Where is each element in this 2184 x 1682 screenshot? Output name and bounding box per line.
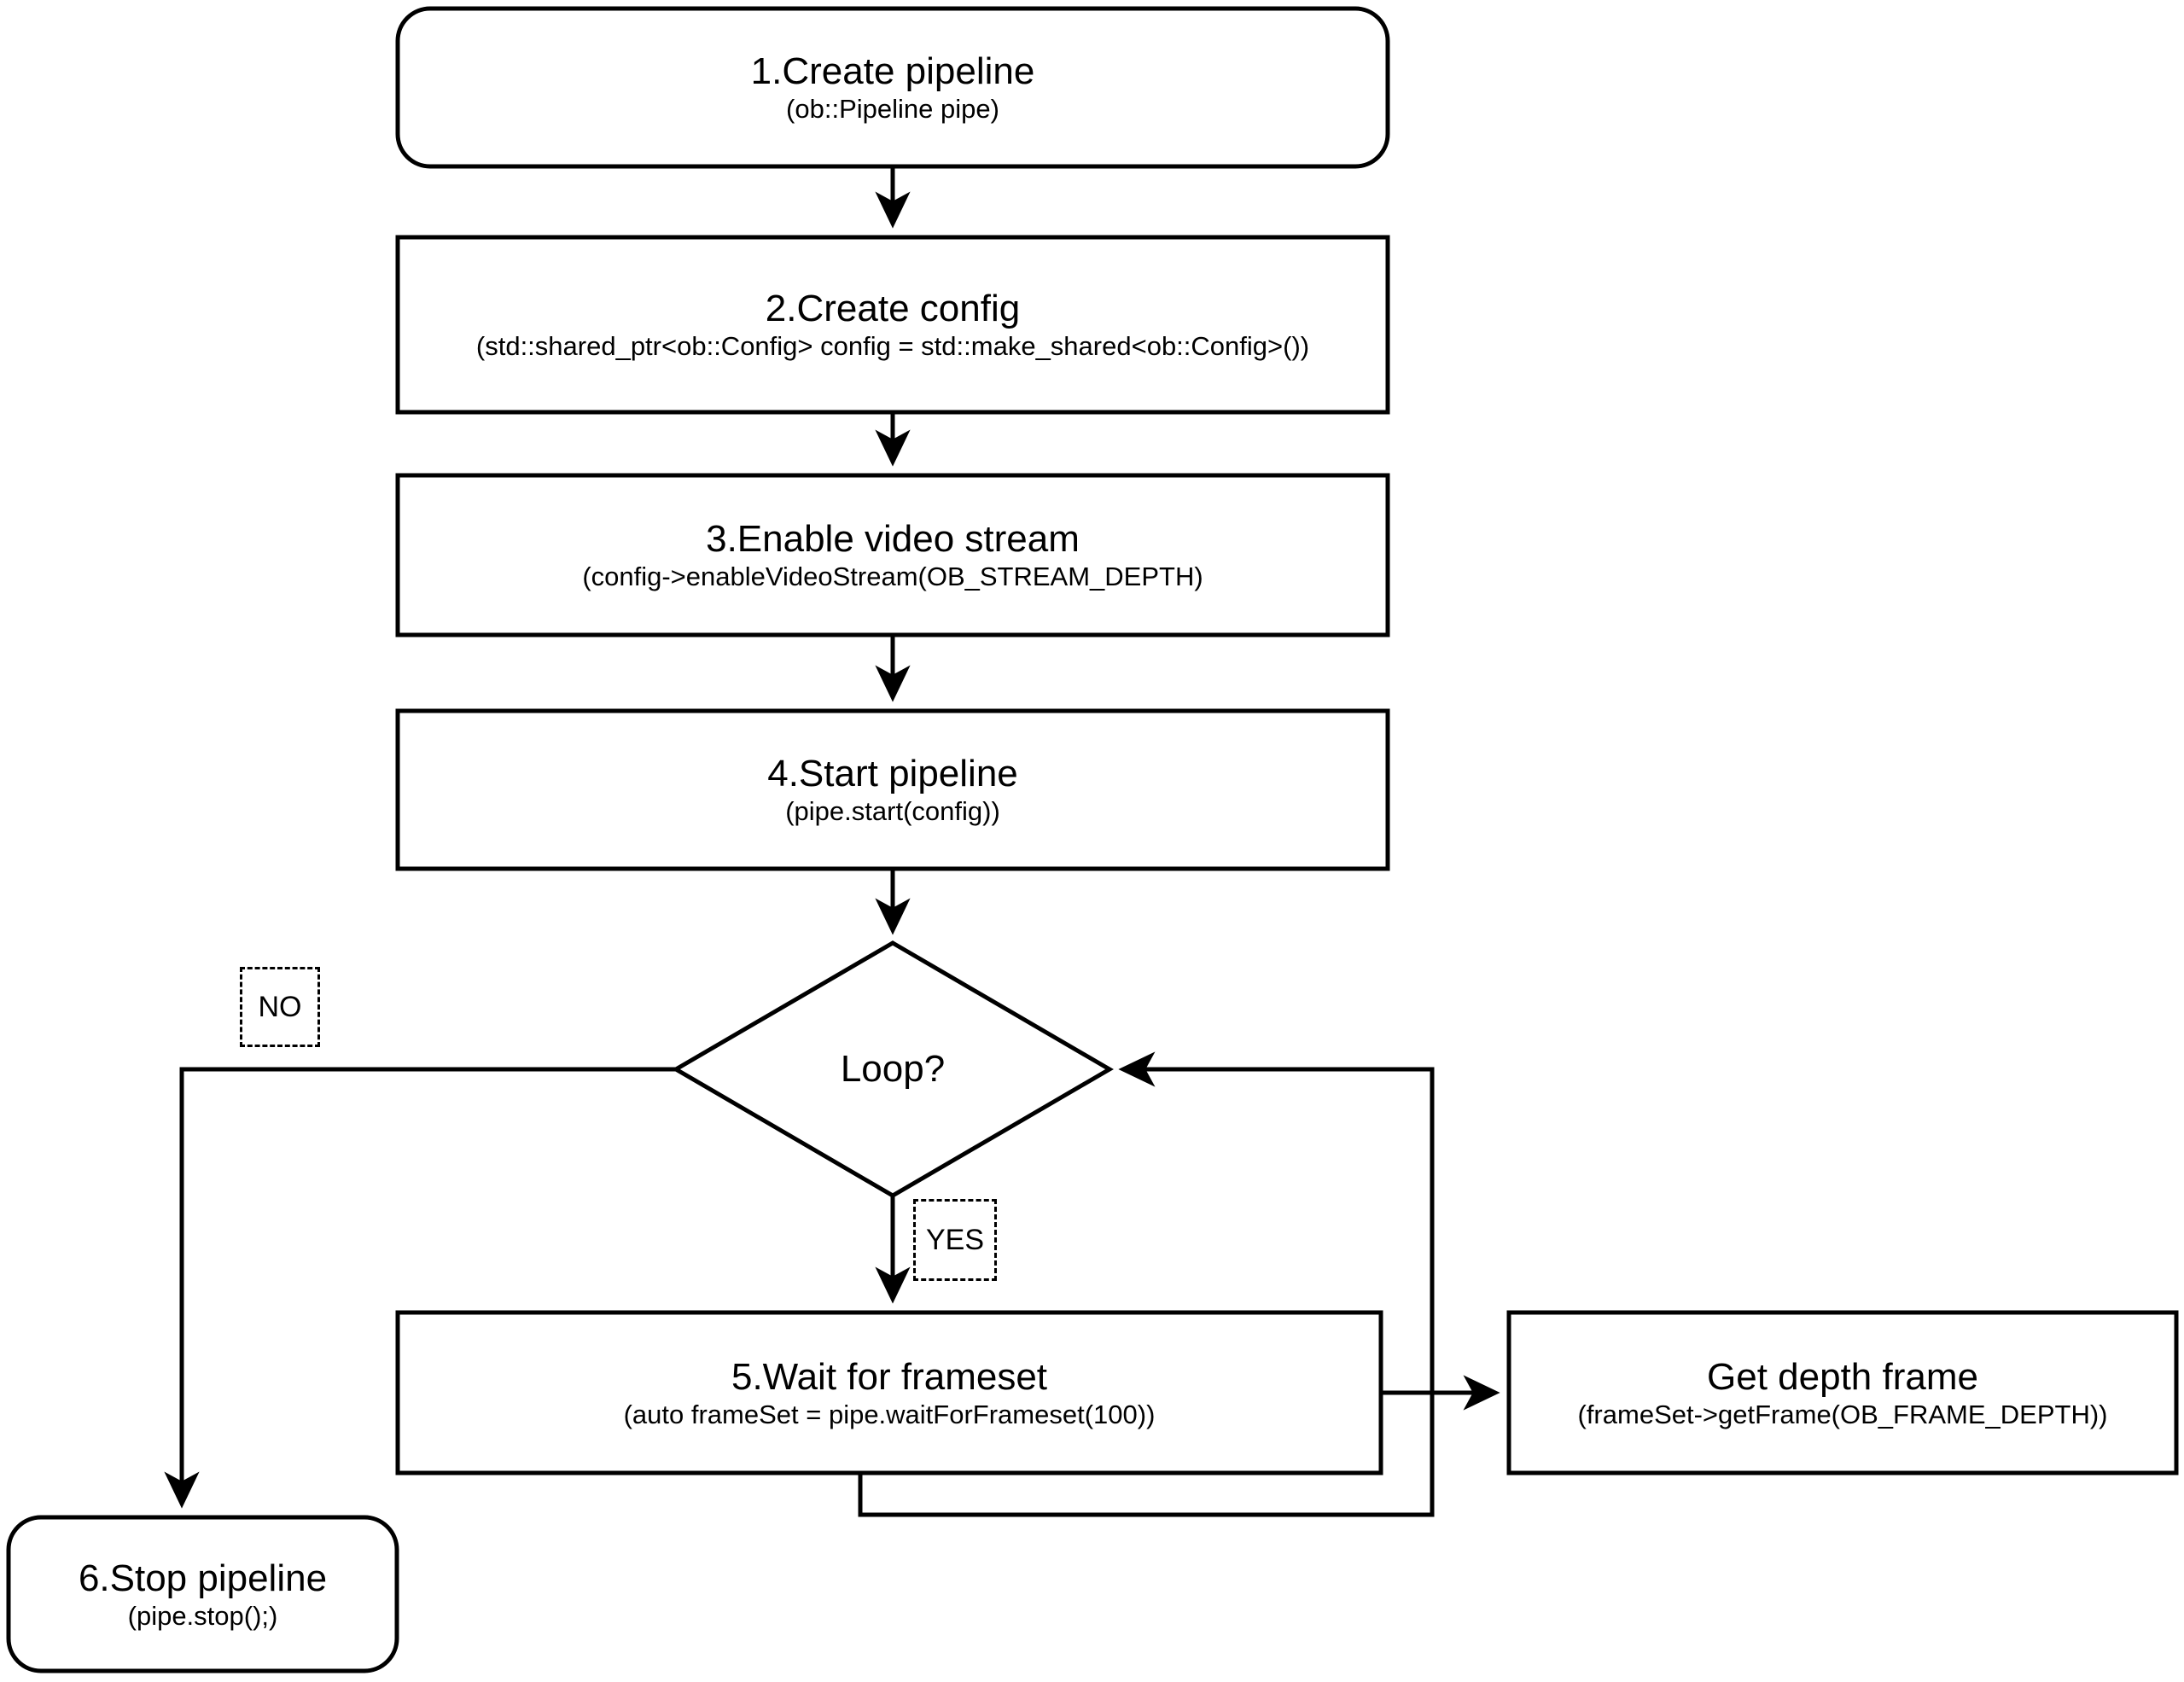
edge-wait-back-to-loop — [858, 1051, 1435, 1517]
edge-label-no: NO — [240, 967, 320, 1047]
node-get-depth-frame-shape — [1506, 1310, 2179, 1475]
node-create-pipeline-shape — [395, 6, 1390, 169]
node-create-config-shape — [395, 235, 1390, 415]
node-wait-for-frameset-shape — [395, 1310, 1383, 1475]
node-stop-pipeline-shape — [6, 1515, 399, 1673]
edge-loop-no-to-stop — [164, 1067, 676, 1509]
node-loop-decision-label: Loop? — [840, 1048, 946, 1090]
edge-label-yes: YES — [913, 1199, 997, 1281]
node-start-pipeline-shape — [395, 708, 1390, 871]
node-enable-video-stream-shape — [395, 473, 1390, 637]
